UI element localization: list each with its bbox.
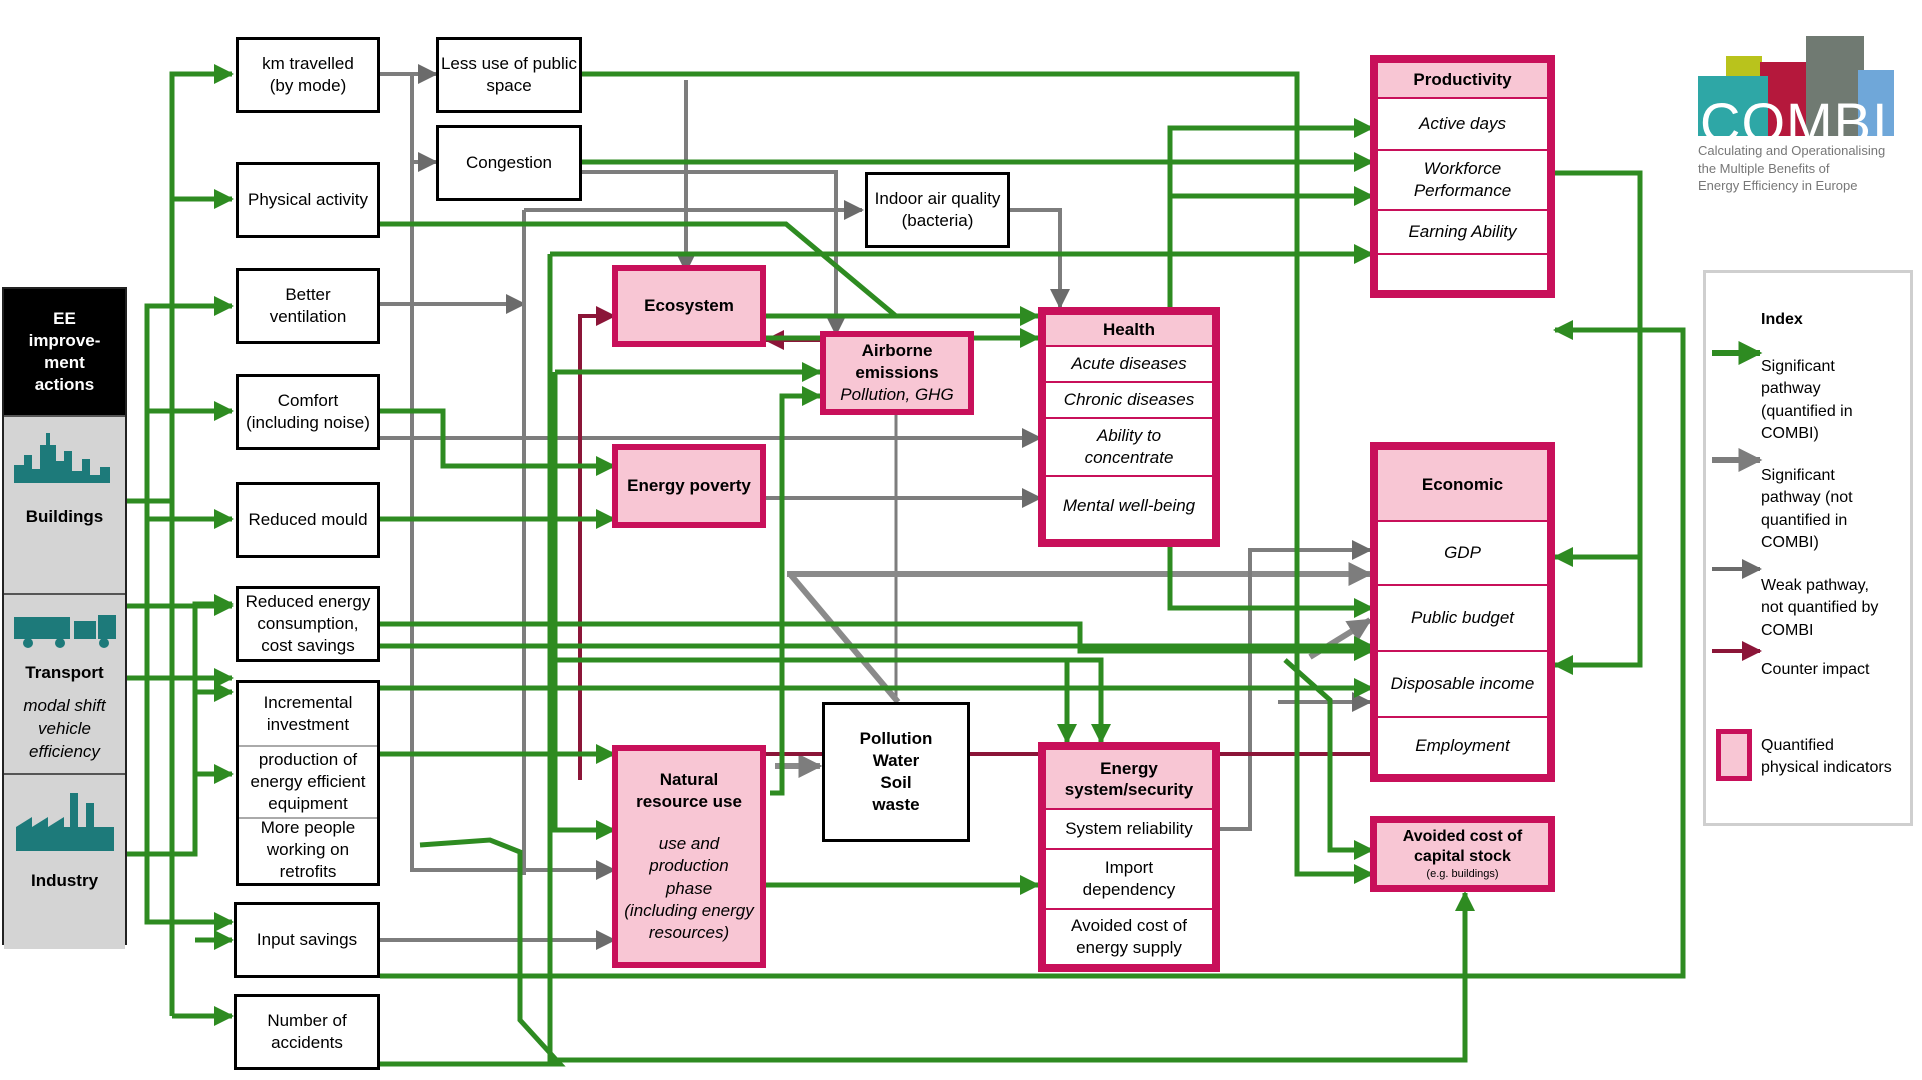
accidents-box: Number of accidents	[234, 994, 380, 1070]
accidents-label: Number of accidents	[267, 1010, 347, 1052]
congestion-label: Congestion	[465, 152, 552, 172]
legend-title: Index	[1761, 311, 1803, 328]
comfort-label: Comfort (including noise)	[246, 390, 370, 432]
capital-stock-sub: (e.g. buildings)	[1426, 867, 1499, 880]
input-savings-label: Input savings	[256, 929, 358, 949]
health-title: Health	[1046, 315, 1212, 345]
better-ventilation-label: Better ventilation	[269, 284, 347, 326]
natural-resource-sub: use and production phase (including ener…	[624, 834, 754, 942]
green-pathway-arrows	[380, 71, 1686, 1067]
economic-row-employment: Employment	[1378, 716, 1547, 774]
production-equipment-label: production of energy efficient equipment	[250, 749, 366, 814]
logo-tagline: Calculating and Operationalising the Mul…	[1698, 143, 1886, 194]
city-skyline-icon	[13, 433, 110, 483]
input-savings-box: Input savings	[234, 902, 380, 978]
productivity-row-earning: Earning Ability	[1378, 209, 1547, 253]
airborne-emissions-box: Airborne emissions Pollution, GHG	[820, 331, 974, 415]
legend-item-quantified: Quantified physical indicators	[1761, 737, 1892, 777]
health-row-acute: Acute diseases	[1046, 345, 1212, 381]
energy-row-avoided: Avoided cost of energy supply	[1046, 908, 1212, 964]
energy-system-box: Energy system/security System reliabilit…	[1038, 742, 1220, 972]
economic-row-budget: Public budget	[1378, 584, 1547, 650]
buildings-section: Buildings	[4, 415, 125, 593]
more-people-label: More people working on retrofits	[260, 817, 356, 882]
more-people-cell: More people working on retrofits	[239, 817, 377, 882]
physical-activity-label: Physical activity	[248, 189, 368, 209]
industry-label: Industry	[30, 871, 99, 890]
capital-stock-title: Avoided cost of capital stock	[1402, 827, 1523, 865]
legend-item-weak: Weak pathway, not quantified by COMBI	[1761, 577, 1879, 639]
production-equipment-cell: production of energy efficient equipment	[239, 747, 377, 819]
reduced-mould-box: Reduced mould	[236, 482, 380, 558]
airborne-sub: Pollution, GHG	[840, 385, 954, 405]
energy-row-reliability: System reliability	[1046, 808, 1212, 848]
legend-arrows	[1712, 341, 1763, 661]
legend-item-significant-not-quantified: Significant pathway (not quantified in C…	[1761, 467, 1853, 552]
km-travelled-box: km travelled (by mode)	[236, 37, 380, 113]
health-row-mental: Mental well-being	[1046, 475, 1212, 535]
legend-panel: Index Significant pathway (quantified in…	[1703, 270, 1913, 826]
natural-resource-box: Natural resource use use and production …	[612, 745, 766, 968]
reduced-mould-label: Reduced mould	[248, 509, 368, 529]
health-box: Health Acute diseases Chronic diseases A…	[1038, 307, 1220, 547]
investment-group-box: Incremental investment production of ene…	[236, 680, 380, 886]
reduced-energy-box: Reduced energy consumption, cost savings	[236, 586, 380, 662]
public-space-box: Less use of public space	[436, 37, 582, 113]
ecosystem-box: Ecosystem	[612, 265, 766, 347]
productivity-row-active: Active days	[1378, 97, 1547, 149]
transport-label: Transport	[25, 663, 104, 682]
productivity-title: Productivity	[1378, 63, 1547, 97]
ecosystem-label: Ecosystem	[644, 295, 734, 315]
legend-item-counter: Counter impact	[1761, 661, 1870, 678]
better-ventilation-box: Better ventilation	[236, 268, 380, 344]
physical-activity-box: Physical activity	[236, 162, 380, 238]
indoor-air-box: Indoor air quality (bacteria)	[865, 172, 1010, 248]
comfort-box: Comfort (including noise)	[236, 374, 380, 450]
reduced-energy-label: Reduced energy consumption, cost savings	[245, 591, 371, 656]
energy-system-title: Energy system/security	[1046, 750, 1212, 808]
natural-resource-title: Natural resource use	[636, 770, 742, 812]
indoor-air-label: Indoor air quality (bacteria)	[874, 188, 1001, 230]
economic-row-income: Disposable income	[1378, 650, 1547, 716]
congestion-box: Congestion	[436, 125, 582, 201]
energy-row-import: Import dependency	[1046, 848, 1212, 908]
transport-sub: modal shift vehicle efficiency	[23, 696, 106, 761]
buildings-label: Buildings	[25, 507, 104, 526]
public-space-label: Less use of public space	[440, 53, 578, 95]
productivity-row-workforce: Workforce Performance	[1378, 149, 1547, 209]
health-row-chronic: Chronic diseases	[1046, 381, 1212, 417]
km-travelled-label: km travelled (by mode)	[262, 53, 354, 95]
legend-item-significant: Significant pathway (quantified in COMBI…	[1761, 358, 1853, 443]
factory-icon	[15, 793, 114, 851]
ee-actions-header: EE improve- ment actions	[4, 289, 125, 415]
health-row-concentrate: Ability to concentrate	[1046, 417, 1212, 475]
energy-poverty-label: Energy poverty	[627, 475, 751, 495]
logo-tile-teal	[1698, 76, 1768, 136]
economic-box: Economic GDP Public budget Disposable in…	[1370, 442, 1555, 782]
incremental-investment-label: Incremental investment	[263, 692, 353, 734]
capital-stock-box: Avoided cost of capital stock (e.g. buil…	[1370, 816, 1555, 892]
ee-actions-column: EE improve- ment actions Buildings Trans…	[2, 287, 127, 949]
logo-tile-grey	[1806, 36, 1864, 136]
combi-logo: COMBI Calculating and Operationalising t…	[1698, 36, 1908, 206]
pollution-box: Pollution Water Soil waste	[822, 702, 970, 842]
logo-wordmark: COMBI	[1700, 91, 1889, 154]
industry-section: Industry	[4, 773, 125, 949]
productivity-row-blank	[1378, 253, 1547, 289]
incremental-investment-cell: Incremental investment	[239, 683, 377, 747]
legend-quantified-swatch	[1716, 729, 1752, 781]
energy-poverty-box: Energy poverty	[612, 444, 766, 528]
pollution-label: Pollution Water Soil waste	[859, 728, 933, 815]
action-trunk-arrows	[127, 64, 234, 1026]
productivity-box: Productivity Active days Workforce Perfo…	[1370, 55, 1555, 298]
logo-tile-red	[1760, 62, 1810, 136]
economic-row-gdp: GDP	[1378, 520, 1547, 584]
logo-tile-blue	[1858, 70, 1894, 136]
airborne-title: Airborne emissions	[855, 340, 939, 382]
transport-section: Transport modal shift vehicle efficiency	[4, 593, 125, 773]
economic-title: Economic	[1378, 450, 1547, 520]
truck-icon	[13, 615, 116, 648]
